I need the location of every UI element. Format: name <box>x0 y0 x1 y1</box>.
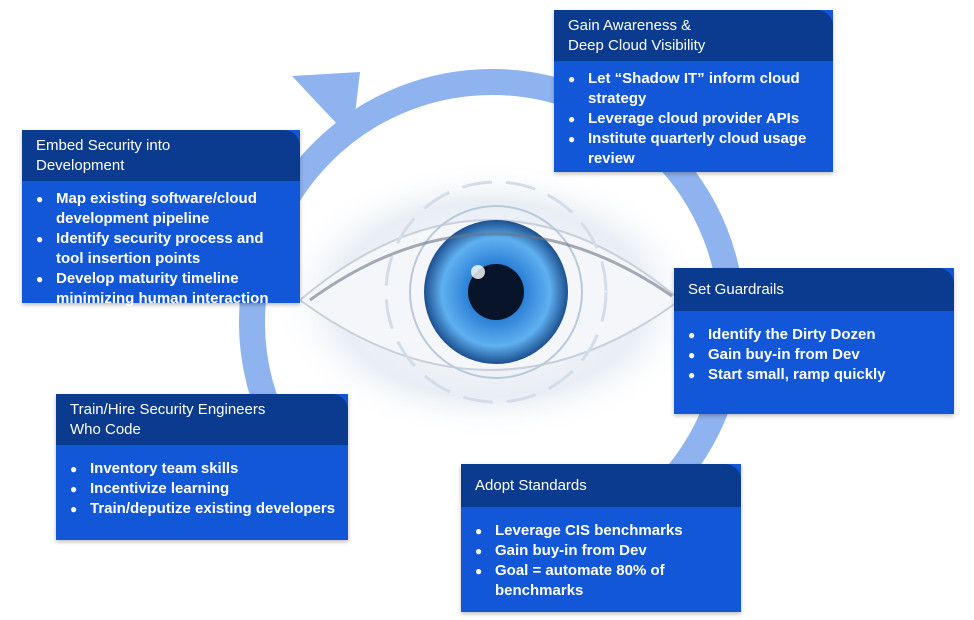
step-gain-awareness: Gain Awareness & Deep Cloud Visibility L… <box>554 10 833 172</box>
bullet-item: Leverage CIS benchmarks <box>475 521 731 541</box>
step-bullets: Inventory team skills Incentivize learni… <box>56 445 348 527</box>
step-title: Embed Security into Development <box>22 130 300 181</box>
bullet-item: Institute quarterly cloud usage review <box>568 129 823 169</box>
bullet-item: Develop maturity timeline minimizing hum… <box>36 269 290 309</box>
step-bullets: Leverage CIS benchmarks Gain buy-in from… <box>461 507 741 609</box>
bullet-item: Let “Shadow IT” inform cloud strategy <box>568 69 823 109</box>
bullet-item: Inventory team skills <box>70 459 338 479</box>
step-title: Adopt Standards <box>461 464 741 507</box>
step-title: Set Guardrails <box>674 268 954 311</box>
bullet-item: Goal = automate 80% of benchmarks <box>475 561 731 601</box>
step-embed-security: Embed Security into Development Map exis… <box>22 130 300 307</box>
step-title-line: Development <box>36 157 125 174</box>
bullet-item: Map existing software/cloud development … <box>36 189 290 229</box>
step-adopt-standards: Adopt Standards Leverage CIS benchmarks … <box>461 464 741 612</box>
step-title-line: Embed Security into <box>36 137 171 154</box>
bullet-item: Identify the Dirty Dozen <box>688 325 944 345</box>
step-title: Gain Awareness & Deep Cloud Visibility <box>554 10 833 61</box>
bullet-item: Start small, ramp quickly <box>688 365 944 385</box>
step-title-line: Who Code <box>70 421 141 438</box>
bullet-item: Leverage cloud provider APIs <box>568 109 823 129</box>
bullet-item: Gain buy-in from Dev <box>475 541 731 561</box>
eye-illustration <box>270 160 710 440</box>
step-title-line: Gain Awareness & <box>568 17 692 34</box>
step-title-line: Train/Hire Security Engineers <box>70 401 266 418</box>
bullet-item: Train/deputize existing developers <box>70 499 338 519</box>
step-title: Train/Hire Security Engineers Who Code <box>56 394 348 445</box>
bullet-item: Identify security process and tool inser… <box>36 229 290 269</box>
step-title-line: Set Guardrails <box>688 281 784 298</box>
step-bullets: Identify the Dirty Dozen Gain buy-in fro… <box>674 311 954 393</box>
bullet-item: Incentivize learning <box>70 479 338 499</box>
step-train-hire: Train/Hire Security Engineers Who Code I… <box>56 394 348 540</box>
step-set-guardrails: Set Guardrails Identify the Dirty Dozen … <box>674 268 954 414</box>
step-title-line: Deep Cloud Visibility <box>568 37 706 54</box>
step-bullets: Let “Shadow IT” inform cloud strategy Le… <box>554 61 833 177</box>
step-bullets: Map existing software/cloud development … <box>22 181 300 317</box>
step-title-line: Adopt Standards <box>475 477 587 494</box>
bullet-item: Gain buy-in from Dev <box>688 345 944 365</box>
